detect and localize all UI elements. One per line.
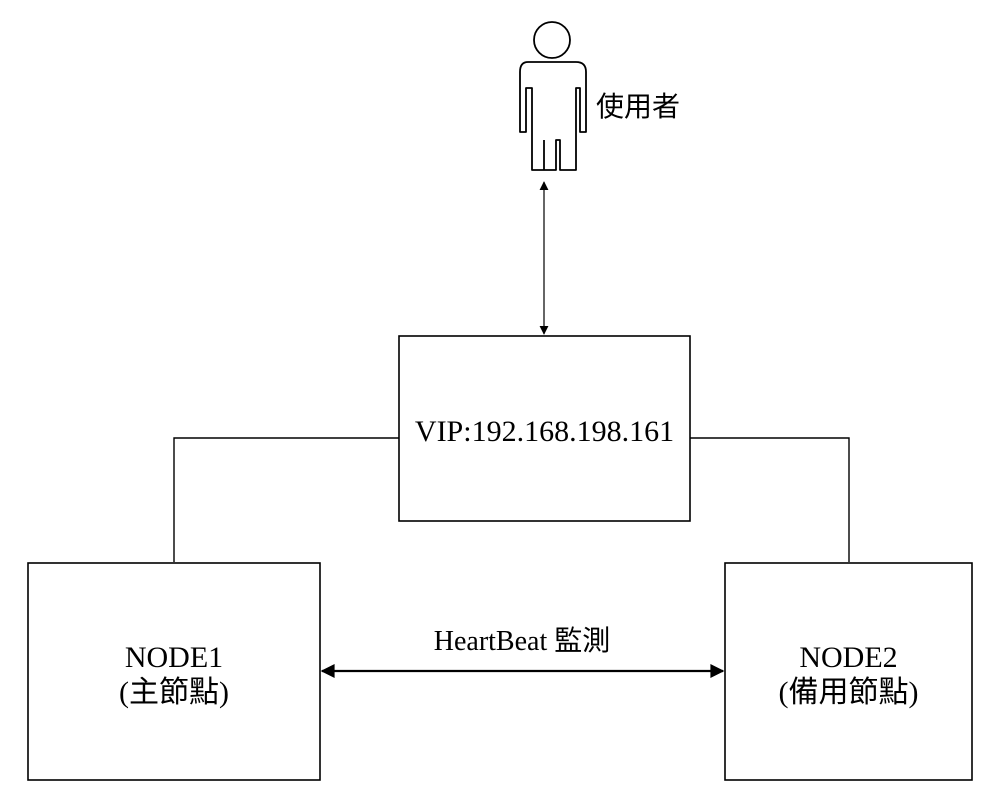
user-label: 使用者: [596, 91, 680, 123]
node1-role: (主節點): [119, 676, 229, 709]
heartbeat-label: HeartBeat 監測: [434, 625, 611, 657]
node2-role: (備用節點): [779, 676, 919, 709]
node2-name: NODE2: [799, 641, 897, 674]
node1-box: [27, 562, 321, 781]
node2-box: [724, 562, 973, 781]
vip-node2-connector: [690, 437, 850, 562]
vip-node1-connector: [173, 437, 399, 562]
node1-name: NODE1: [125, 641, 223, 674]
person-icon: [519, 21, 587, 171]
vip-box: [398, 335, 691, 522]
vip-label: VIP:192.168.198.161: [415, 415, 674, 448]
